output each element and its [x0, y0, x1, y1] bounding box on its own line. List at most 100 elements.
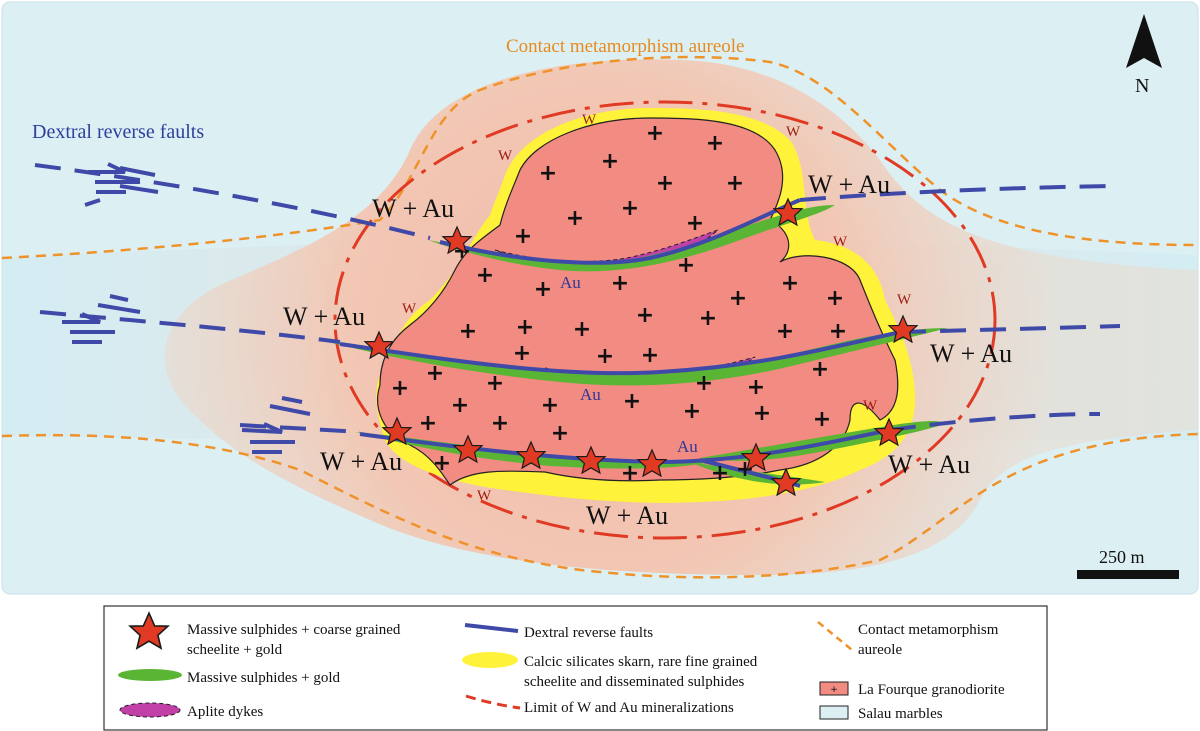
svg-text:+: + — [699, 306, 717, 331]
svg-text:aureole: aureole — [858, 642, 902, 658]
wau-label: W + Au — [372, 194, 454, 223]
la-fourque-granodiorite — [377, 117, 899, 486]
svg-text:+: + — [686, 211, 704, 236]
legend: Massive sulphides + coarse grained schee… — [103, 605, 1048, 731]
svg-text:La Fourque granodiorite: La Fourque granodiorite — [858, 682, 1005, 698]
svg-text:Dextral reverse faults: Dextral reverse faults — [524, 625, 653, 641]
svg-text:+: + — [551, 421, 569, 446]
svg-text:+: + — [573, 317, 591, 342]
svg-text:250 m: 250 m — [1099, 547, 1145, 567]
svg-text:+: + — [636, 303, 654, 328]
svg-text:+: + — [459, 319, 477, 344]
scale-bar: 250 m — [1077, 547, 1179, 579]
svg-text:Contact metamorphism: Contact metamorphism — [858, 622, 999, 638]
svg-text:+: + — [656, 171, 674, 196]
wau-label: W + Au — [320, 447, 402, 476]
fault-label: Dextral reverse faults — [32, 121, 204, 143]
svg-text:N: N — [1135, 75, 1149, 97]
w-label: W — [897, 292, 912, 308]
svg-text:+: + — [451, 393, 469, 418]
svg-text:scheelite + gold: scheelite + gold — [187, 642, 283, 658]
svg-text:+: + — [601, 149, 619, 174]
svg-text:+: + — [611, 271, 629, 296]
wau-label: W + Au — [808, 170, 890, 199]
svg-text:scheelite and disseminated sul: scheelite and disseminated sulphides — [524, 674, 745, 690]
svg-text:+: + — [514, 224, 532, 249]
fault-arrow-symbol-3 — [241, 396, 311, 454]
fault-arrow-symbol-2 — [62, 294, 141, 344]
legend-item-skarn: Calcic silicates skarn, rare fine graine… — [462, 652, 758, 690]
svg-text:+: + — [419, 411, 437, 436]
granodiorite-pattern: +++ +++ +++ +++ +++ +++ +++ +++ +++ +++ … — [391, 121, 847, 486]
w-label: W — [498, 148, 513, 164]
svg-text:Calcic silicates skarn, rare f: Calcic silicates skarn, rare fine graine… — [524, 654, 758, 670]
legend-item-granodiorite: + La Fourque granodiorite — [819, 681, 1005, 698]
legend-item-massive-coarse: Massive sulphides + coarse grained schee… — [129, 612, 401, 658]
legend-item-aureole: Contact metamorphism aureole — [817, 621, 999, 658]
svg-text:+: + — [539, 161, 557, 186]
svg-text:+: + — [711, 461, 729, 486]
w-label: W — [786, 124, 801, 140]
north-arrow: N — [1126, 14, 1162, 97]
svg-text:+: + — [426, 361, 444, 386]
legend-item-massive-gold: Massive sulphides + gold — [118, 669, 341, 686]
wau-label: W + Au — [888, 450, 970, 479]
svg-text:+: + — [726, 171, 744, 196]
svg-text:Massive sulphides + gold: Massive sulphides + gold — [187, 670, 341, 686]
mineralization-limit — [333, 100, 997, 540]
svg-text:+: + — [541, 393, 559, 418]
w-label: W — [582, 112, 597, 128]
svg-text:Salau marbles: Salau marbles — [858, 706, 943, 722]
svg-text:+: + — [813, 407, 831, 432]
ore-lens-middle — [328, 328, 948, 386]
legend-item-dextral: Dextral reverse faults — [464, 623, 653, 641]
svg-text:+: + — [781, 271, 799, 296]
svg-text:+: + — [641, 343, 659, 368]
legend-item-marbles: Salau marbles — [819, 705, 943, 722]
svg-text:+: + — [621, 196, 639, 221]
w-label: W — [863, 398, 878, 414]
au-label: Au — [580, 385, 601, 404]
svg-text:+: + — [706, 131, 724, 156]
svg-text:+: + — [683, 399, 701, 424]
svg-text:Massive sulphides + coarse gra: Massive sulphides + coarse grained — [187, 622, 401, 638]
fault-arrow-symbol-1 — [84, 162, 159, 207]
svg-text:+: + — [646, 121, 664, 146]
legend-item-aplite: Aplite dykes — [119, 702, 263, 720]
svg-text:+: + — [830, 685, 838, 695]
wau-label: W + Au — [586, 501, 668, 530]
aureole-boundary-bottom — [1, 432, 1199, 579]
w-label: W — [402, 301, 417, 317]
w-label: W — [833, 234, 848, 250]
svg-text:+: + — [747, 375, 765, 400]
svg-text:+: + — [491, 411, 509, 436]
svg-text:+: + — [729, 286, 747, 311]
svg-text:+: + — [811, 357, 829, 382]
svg-text:+: + — [677, 253, 695, 278]
aureole-boundary-top — [1, 55, 1199, 260]
legend-item-limit: Limit of W and Au mineralizations — [465, 694, 734, 716]
svg-text:+: + — [513, 341, 531, 366]
svg-text:+: + — [566, 206, 584, 231]
svg-text:+: + — [534, 277, 552, 302]
svg-text:Aplite dykes: Aplite dykes — [187, 704, 263, 720]
au-label: Au — [560, 273, 581, 292]
svg-text:+: + — [826, 286, 844, 311]
aureole-label: Contact metamorphism aureole — [506, 36, 744, 57]
svg-text:Limit of W and Au mineralizati: Limit of W and Au mineralizations — [524, 700, 734, 716]
svg-text:+: + — [776, 319, 794, 344]
svg-text:+: + — [476, 263, 494, 288]
svg-text:+: + — [516, 315, 534, 340]
svg-text:+: + — [753, 401, 771, 426]
svg-text:+: + — [391, 376, 409, 401]
svg-text:+: + — [623, 389, 641, 414]
svg-text:+: + — [433, 451, 451, 476]
svg-text:+: + — [695, 371, 713, 396]
wau-label: W + Au — [930, 339, 1012, 368]
w-label: W — [477, 488, 492, 504]
wau-label: W + Au — [283, 302, 365, 331]
svg-text:+: + — [829, 319, 847, 344]
svg-text:+: + — [486, 371, 504, 396]
svg-text:+: + — [621, 461, 639, 486]
